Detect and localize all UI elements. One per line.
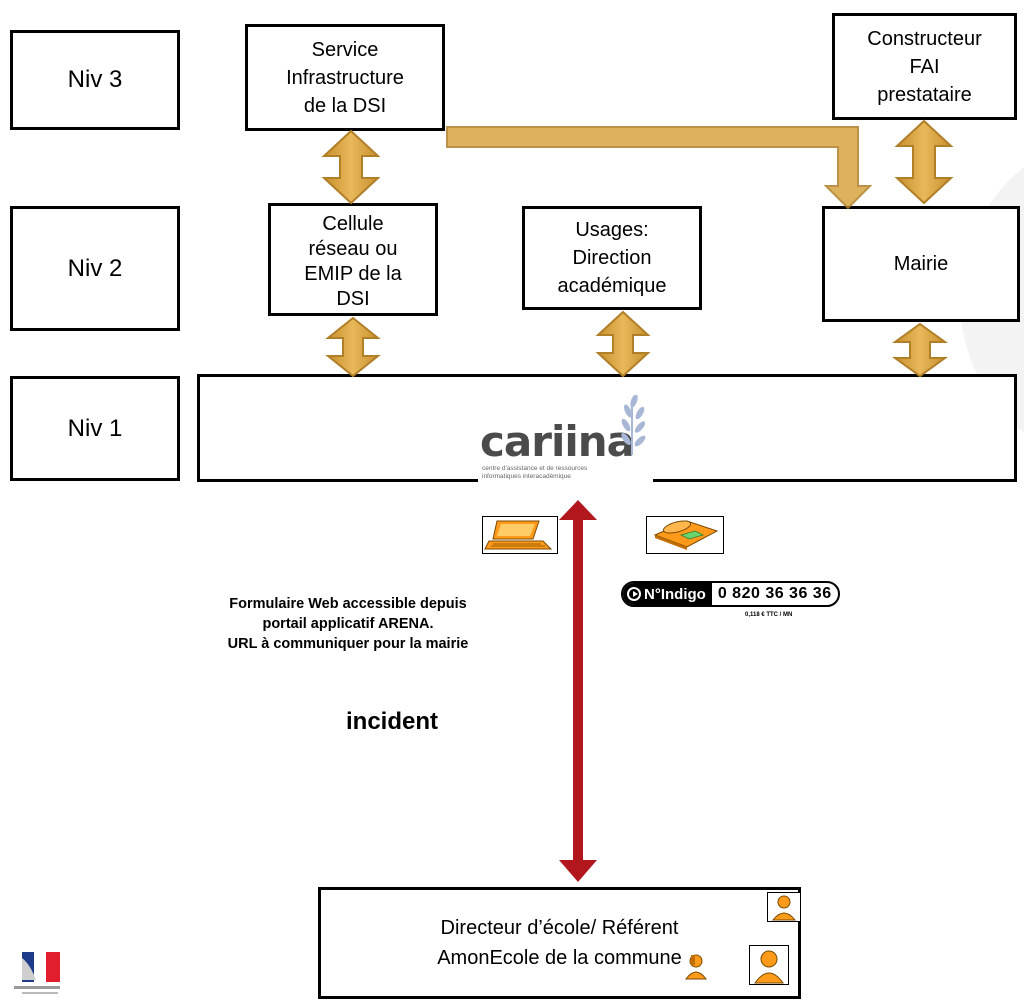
directeur-line-1: Directeur d’école/ Référent bbox=[440, 917, 679, 939]
cariina-logo: cariina centre d'assistance et de ressou… bbox=[478, 395, 653, 483]
level-2-box: Niv 2 bbox=[10, 206, 180, 331]
indigo-phone-number: 0 820 36 36 36 bbox=[717, 585, 832, 602]
indigo-number-badge: N°Indigo 0 820 36 36 36 bbox=[621, 581, 840, 607]
play-icon bbox=[627, 587, 641, 601]
level-2-label: Niv 2 bbox=[67, 254, 123, 282]
mairie-box: Mairie bbox=[822, 206, 1020, 322]
wheat-icon bbox=[621, 395, 646, 455]
infra-to-mairie-arrow bbox=[446, 126, 873, 210]
person-phone-icon bbox=[685, 954, 707, 980]
constructeur-line-3: prestataire bbox=[877, 83, 972, 106]
service-infrastructure-line-1: Service bbox=[311, 38, 379, 61]
service-infrastructure-box: Service Infrastructure de la DSI bbox=[245, 24, 445, 131]
usages-line-2: Direction bbox=[572, 247, 652, 269]
web-form-caption: Formulaire Web accessible depuis portail… bbox=[158, 594, 538, 654]
constructeur-box: Constructeur FAI prestataire bbox=[832, 13, 1017, 120]
usages-line-1: Usages: bbox=[575, 219, 649, 241]
usages-niv1-double-arrow bbox=[595, 310, 651, 378]
cellule-line-4: DSI bbox=[336, 288, 370, 310]
service-infrastructure-line-2: Infrastructure bbox=[286, 66, 404, 89]
directeur-line-2: AmonEcole de la commune bbox=[437, 947, 682, 969]
level-1-box: Niv 1 bbox=[10, 376, 180, 481]
usages-box: Usages: Direction académique bbox=[522, 206, 702, 310]
cariina-tagline-1: centre d'assistance et de ressources bbox=[482, 465, 588, 472]
cellule-niv1-double-arrow bbox=[325, 316, 381, 378]
incident-label: incident bbox=[346, 708, 439, 735]
constructeur-line-1: Constructeur bbox=[867, 27, 982, 50]
laptop-icon bbox=[482, 516, 558, 554]
infra-cellule-double-arrow bbox=[321, 129, 381, 205]
usages-line-3: académique bbox=[557, 275, 667, 297]
indigo-tag-text: N°Indigo bbox=[644, 585, 706, 603]
constructeur-mairie-double-arrow bbox=[894, 119, 954, 205]
phone-icon bbox=[646, 516, 724, 554]
directeur-ecole-box: Directeur d’école/ Référent AmonEcole de… bbox=[318, 887, 801, 999]
incident-double-arrow bbox=[559, 500, 597, 882]
level-1-label: Niv 1 bbox=[67, 414, 123, 442]
level-3-box: Niv 3 bbox=[10, 30, 180, 130]
level-3-label: Niv 3 bbox=[67, 66, 123, 93]
person-icon-top-right bbox=[767, 892, 801, 922]
cellule-line-2: réseau ou bbox=[308, 238, 398, 260]
republic-logo bbox=[0, 950, 62, 1000]
cellule-reseau-box: Cellule réseau ou EMIP de la DSI bbox=[268, 203, 438, 316]
service-infrastructure-line-3: de la DSI bbox=[303, 94, 387, 117]
mairie-label: Mairie bbox=[893, 253, 949, 275]
person-icon-bottom-right bbox=[749, 945, 789, 985]
cariina-tagline-2: informatiques interacadémique bbox=[482, 473, 571, 480]
indigo-price: 0,118 € TTC / MN bbox=[745, 612, 793, 618]
indigo-tag: N°Indigo bbox=[623, 583, 712, 605]
cellule-line-1: Cellule bbox=[322, 213, 384, 235]
web-form-caption-line-2: portail applicatif ARENA. bbox=[262, 616, 434, 632]
cellule-line-3: EMIP de la bbox=[304, 263, 402, 285]
web-form-caption-line-3: URL à communiquer pour la mairie bbox=[227, 636, 469, 652]
mairie-niv1-double-arrow bbox=[891, 322, 949, 378]
cariina-wordmark: cariina bbox=[480, 417, 635, 466]
constructeur-line-2: FAI bbox=[909, 55, 940, 78]
web-form-caption-line-1: Formulaire Web accessible depuis bbox=[229, 596, 467, 612]
